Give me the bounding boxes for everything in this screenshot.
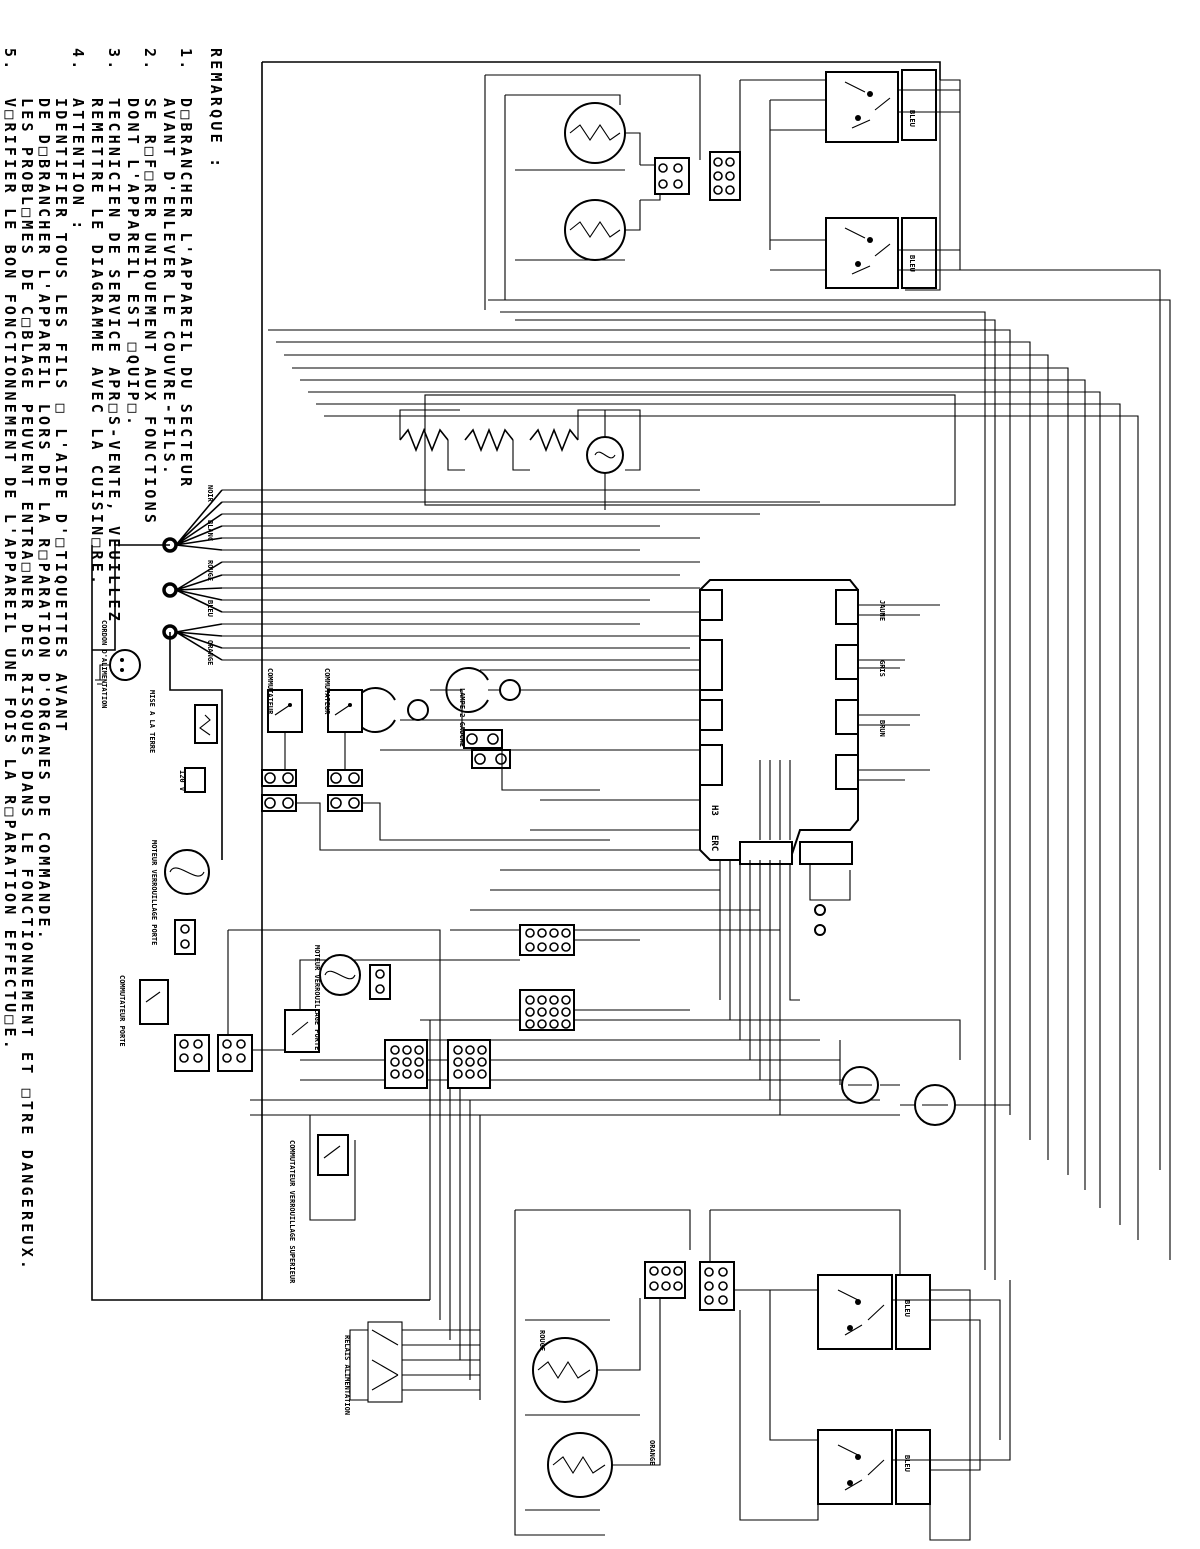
control-board: H3 ERC [699, 579, 940, 865]
note-5-line-1: 5.V□RIFIER LE BON FONCTIONNEMENT DE L'AP… [1, 48, 19, 1052]
wire-label: ROUGE [206, 560, 214, 581]
note-2-line-2: DONT L'APPAREIL EST □QUIP□. [124, 98, 142, 429]
note-4-line-4: LES PROBL□MES DE C□BLAGE PEUVENT ENTRA□N… [18, 98, 36, 1273]
power-relay [349, 1321, 480, 1403]
board-code: H3 [709, 805, 719, 816]
mid-top-elements [399, 394, 956, 510]
right-mid-elements [800, 1019, 1010, 1126]
wire-label: ORANGE [648, 1440, 656, 1465]
door-lock-motor [139, 849, 431, 1221]
bottom-right-switches [699, 1209, 1011, 1541]
wire-label: ORANGE [206, 640, 214, 665]
wire-label: NOIR [206, 485, 214, 503]
power-terminals [92, 489, 223, 860]
note-1-line-2: AVANT D'ENLEVER LE COUVRE-FILS. [160, 98, 178, 478]
notes-block: REMARQUE : 1.D□BRANCHER L'APPAREIL DU SE… [0, 0, 260, 1549]
wire-label: JAUNE [878, 600, 886, 621]
wire-label: BLEU [903, 1300, 911, 1317]
wire-label: BLEU [908, 255, 916, 272]
door-switch-label: COMMUTATEUR PORTE [118, 975, 126, 1047]
lamp-section [261, 667, 630, 851]
door-lock-label: MOTEUR VERROUILLAGE PORTE [313, 945, 321, 1050]
note-2-line-1: 2.SE R□F□RER UNIQUEMENT AUX FONCTIONS [141, 48, 159, 527]
cord-label: CORDON D'ALIMENTATION [100, 620, 108, 709]
light-switch-label: COMMUTATEUR [323, 668, 331, 715]
top-right-switches [709, 69, 960, 291]
note-4-line-1: 4.ATTENTION : [69, 48, 87, 233]
wire-label: BLEU [908, 110, 916, 127]
note-3-line-1: 3.TECHNICIEN DE SERVICE APR□S-VENTE, VEU… [105, 48, 123, 624]
notes-header: REMARQUE : [207, 48, 225, 171]
light-switch-label: COMMUTATEUR [266, 668, 274, 715]
wire-label: BRUN [878, 720, 886, 737]
board-name: ERC [709, 835, 719, 851]
volts-label: 120 V [178, 770, 186, 792]
wire-label: ROUGE [538, 1330, 546, 1351]
grounding-label: MISE A LA TERRE [148, 690, 156, 753]
horizontal-harness [222, 489, 900, 1116]
board-lower-wires [719, 860, 851, 1115]
upper-lock-label: COMMUTATEUR VERROUILLAGE SUPERIEUR [288, 1140, 296, 1284]
wire-label: BLANC [206, 520, 214, 541]
wire-label: GRIS [878, 660, 886, 677]
bottom-left-elements [514, 1209, 691, 1536]
component-labels: LAMPE 2 GAUCHE COMMUTATEUR COMMUTATEUR M… [100, 620, 466, 1415]
wire-label: BLEU [903, 1455, 911, 1472]
top-left-elements [484, 74, 701, 310]
door-lock-label: MOTEUR VERROUILLAGE PORTE [150, 840, 158, 945]
note-4-line-2: IDENTIFIER TOUS LES FILS □ L'AIDE D'□TIQ… [52, 98, 70, 734]
note-3-line-2: REMETTRE LE DIAGRAMME AVEC LA CUISIN□RE. [88, 98, 106, 588]
note-4-line-3: DE D□BRANCHER L'APPAREIL LORS DE LA R□PA… [35, 98, 53, 942]
lamp-label: LAMPE 2 GAUCHE [458, 688, 466, 747]
note-1-line-1: 1.D□BRANCHER L'APPAREIL DU SECTEUR [177, 48, 195, 490]
wire-label: BLEU [206, 600, 214, 617]
wire-labels: NOIR BLANC ROUGE BLEU ORANGE JAUNE GRIS … [206, 110, 916, 1472]
mid-connectors [174, 924, 690, 1100]
relay-label: RELAIS ALIMENTATION [343, 1335, 351, 1415]
